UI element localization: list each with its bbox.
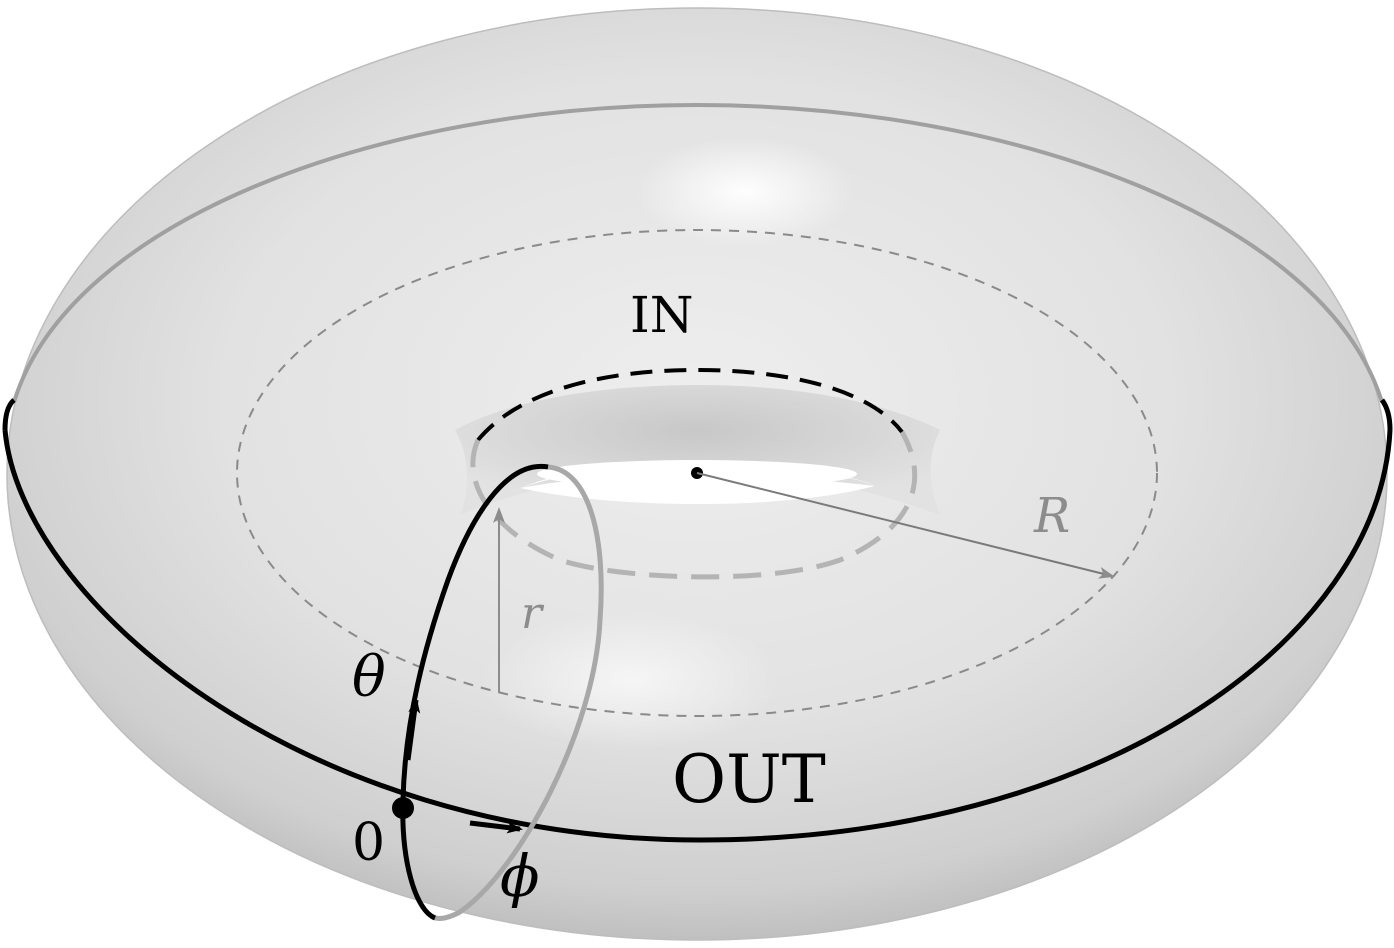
meridian-back — [428, 464, 604, 921]
meridian-front — [400, 464, 549, 921]
inner-throat-shading — [455, 385, 940, 515]
label-theta: θ — [352, 645, 386, 710]
R-radius-arrow — [696, 472, 1115, 579]
upper-grey-ring — [12, 102, 1384, 403]
inner-ring-bottom-dashed — [470, 430, 918, 580]
origin-point — [392, 797, 414, 819]
top-highlight — [635, 137, 855, 247]
label-zero: 0 — [352, 813, 385, 873]
centre-circle-dashed — [236, 229, 1158, 717]
label-out: OUT — [672, 741, 826, 818]
equator-circle — [2, 429, 1393, 843]
label-phi: ϕ — [500, 842, 540, 910]
label-R: R — [1033, 488, 1070, 544]
theta-arrow — [405, 697, 421, 761]
equator-circle-left-edge — [2, 398, 16, 431]
label-r: r — [521, 588, 545, 639]
phi-arrow — [469, 820, 523, 834]
label-in: IN — [630, 286, 694, 344]
bottom-highlight — [480, 610, 780, 750]
equator-circle-right-edge — [1379, 398, 1393, 431]
